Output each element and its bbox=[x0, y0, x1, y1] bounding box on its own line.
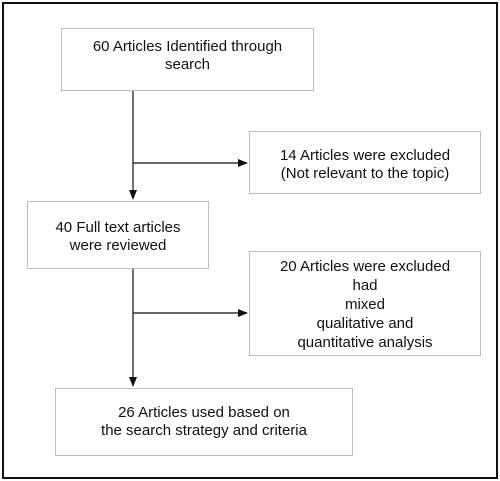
box-articles-excluded-mixed-analysis: 20 Articles were excluded had mixed qual… bbox=[249, 251, 481, 356]
box-text-line: were reviewed bbox=[69, 237, 167, 254]
box-full-text-reviewed: 40 Full text articles were reviewed bbox=[27, 201, 209, 269]
box-articles-identified: 60 Articles Identified through search bbox=[61, 28, 314, 91]
box-text-line: search bbox=[164, 56, 211, 73]
box-text-line: mixed bbox=[344, 296, 385, 313]
box-text-line: quantitative analysis bbox=[297, 334, 433, 351]
box-text-line: (Not relevant to the topic) bbox=[280, 165, 450, 182]
box-text-line: 14 Articles were excluded bbox=[279, 147, 451, 164]
box-articles-included: 26 Articles used based on the search str… bbox=[55, 388, 353, 456]
box-text-line: the search strategy and criteria bbox=[101, 422, 307, 439]
box-articles-excluded-not-relevant: 14 Articles were excluded (Not relevant … bbox=[249, 131, 481, 194]
box-text-line: 20 Articles were excluded bbox=[279, 258, 451, 275]
box-text-line: 40 Full text articles bbox=[55, 219, 181, 236]
box-text-line: had bbox=[352, 277, 378, 294]
box-text-line: qualitative and bbox=[316, 315, 414, 332]
box-text-line: 26 Articles used based on bbox=[118, 404, 290, 421]
box-text-line: 60 Articles Identified through bbox=[92, 38, 283, 55]
